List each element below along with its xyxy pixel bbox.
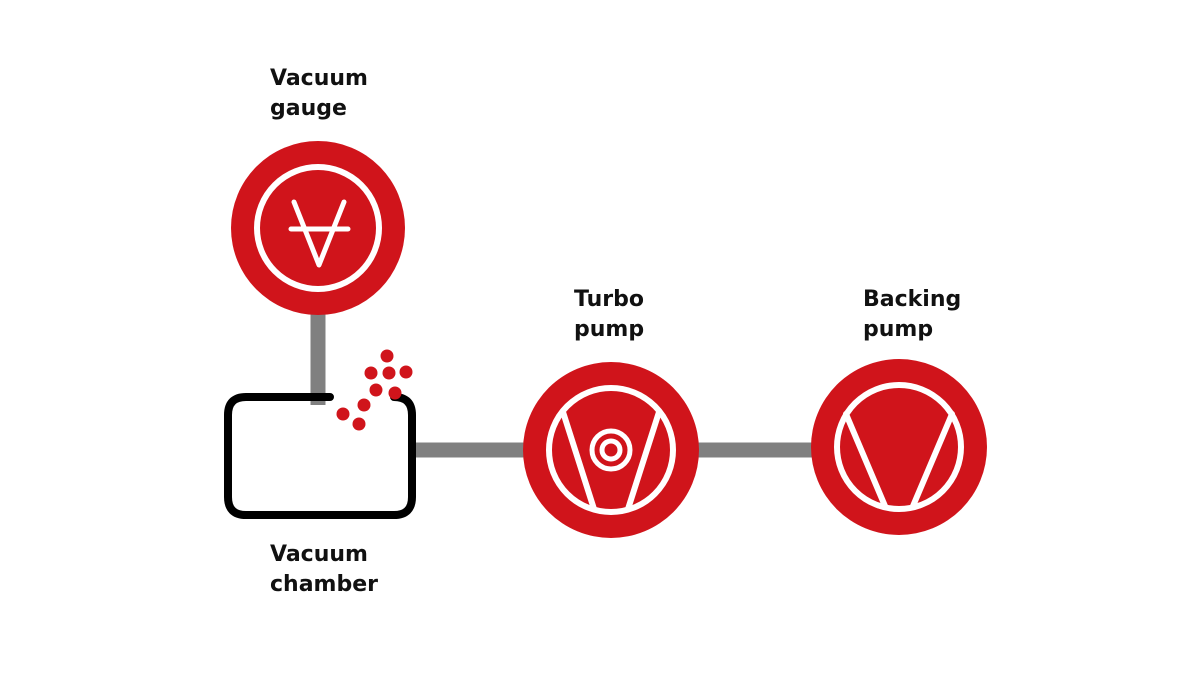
vacuum-gauge-label-line2: gauge [270,96,347,121]
gas-particle [380,349,394,363]
gas-particle [364,366,378,380]
gas-particles-icon [336,349,413,431]
turbo-pump-label-line2: pump [574,317,645,342]
gas-particle [352,417,366,431]
vacuum-chamber-label: Vacuum chamber [270,540,378,600]
turbo-pump-icon [523,362,699,538]
turbo-pump-label-line1: Turbo [574,287,644,312]
vacuum-gauge-icon [231,141,405,315]
vacuum-gauge-ring [254,164,382,292]
vacuum-gauge-label-line1: Vacuum [270,66,368,91]
vacuum-chamber-label-line2: chamber [270,572,378,597]
backing-pump-label: Backing pump [863,285,961,345]
gas-particle [357,398,371,412]
backing-pump-v-symbol [843,411,955,509]
backing-pump-label-line1: Backing [863,287,962,312]
turbo-pump-rotor-outer [589,428,633,472]
vacuum-chamber-icon [224,393,416,519]
vacuum-chamber-label-line1: Vacuum [270,542,368,567]
turbo-pump-v-symbol [560,409,662,512]
gas-particle [388,386,402,400]
gas-particle [382,366,396,380]
pipes [310,310,820,458]
vacuum-gauge-label: Vacuum gauge [270,64,368,124]
turbo-pump-label: Turbo pump [574,285,644,345]
gas-particle [399,365,413,379]
backing-pump-label-line2: pump [863,317,934,342]
gas-particle [336,407,350,421]
vacuum-gauge-triangle-symbol [288,199,351,268]
turbo-pump-ring [546,385,676,515]
gas-particle [369,383,383,397]
vacuum-chamber-outline [224,393,416,519]
backing-pump-ring [834,382,964,512]
backing-pump-icon [811,359,987,535]
turbo-pump-rotor-inner [599,438,623,462]
